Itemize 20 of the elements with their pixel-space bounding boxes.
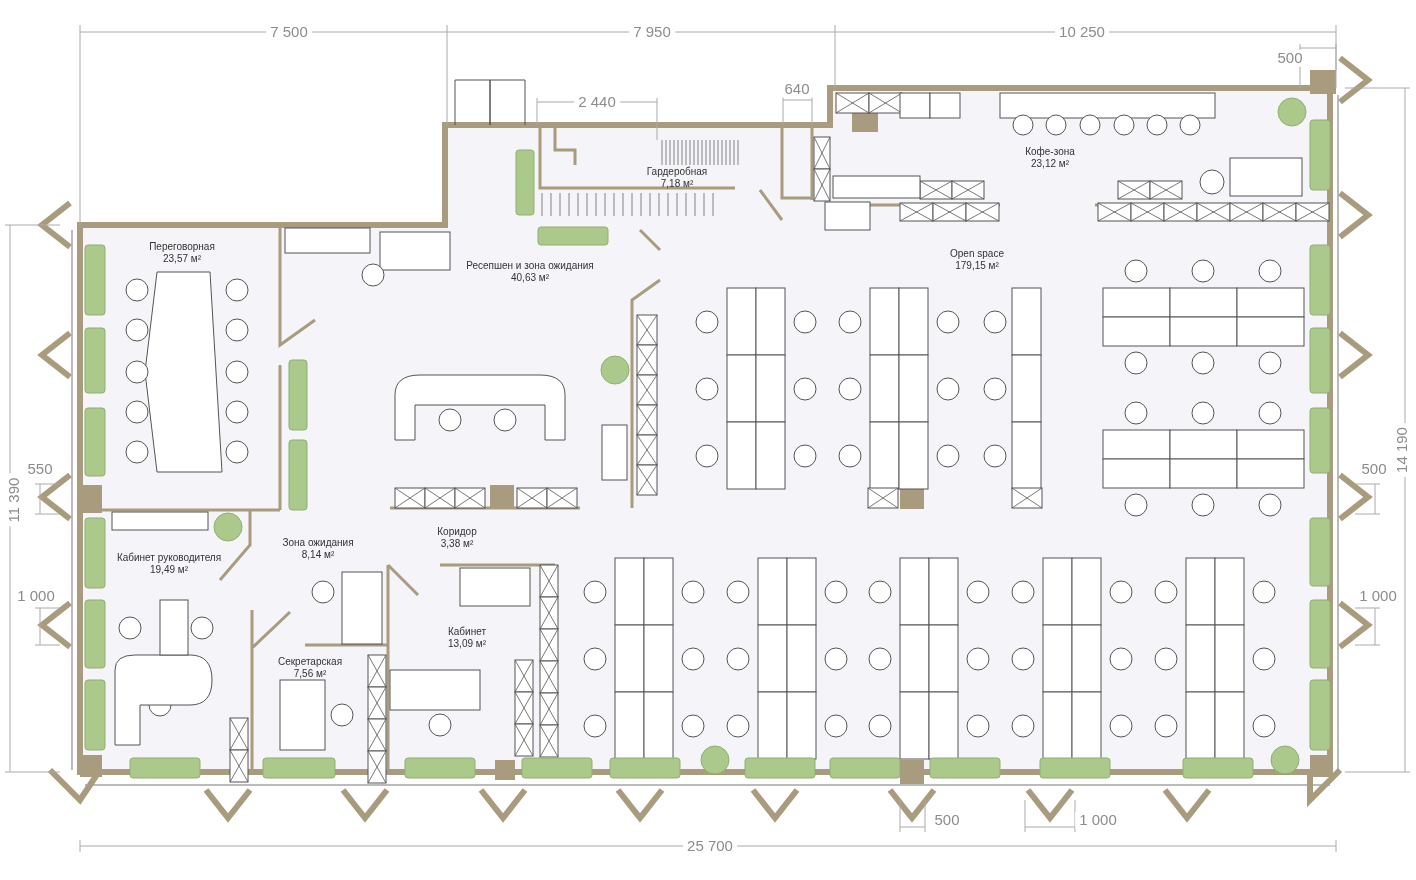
room-area: 8,14 м² bbox=[301, 548, 335, 560]
room-area: 23,12 м² bbox=[1031, 157, 1069, 169]
room-name: Зона ожидания bbox=[282, 536, 354, 548]
room-area: 179,15 м² bbox=[955, 259, 999, 271]
room-area: 40,63 м² bbox=[511, 271, 549, 283]
room-name: Гардеробная bbox=[646, 165, 708, 177]
room-name: Переговорная bbox=[149, 240, 215, 252]
room-name: Open space bbox=[950, 247, 1004, 259]
room-name: Ресепшен и зона ожидания bbox=[466, 259, 594, 271]
room-name: Кабинет bbox=[448, 625, 486, 637]
room-name: Коридор bbox=[437, 525, 477, 537]
room-area: 13,09 м² bbox=[448, 637, 486, 649]
room-name: Кабинет руководителя bbox=[116, 551, 222, 563]
room-area: 3,38 м² bbox=[440, 537, 474, 549]
room-area: 23,57 м² bbox=[163, 252, 201, 264]
room-name: Кофе-зона bbox=[1025, 145, 1075, 157]
room-name: Секретарская bbox=[277, 655, 343, 667]
room-area: 7,56 м² bbox=[293, 667, 327, 679]
room-area: 7,18 м² bbox=[660, 177, 694, 189]
room-area: 19,49 м² bbox=[150, 563, 188, 575]
